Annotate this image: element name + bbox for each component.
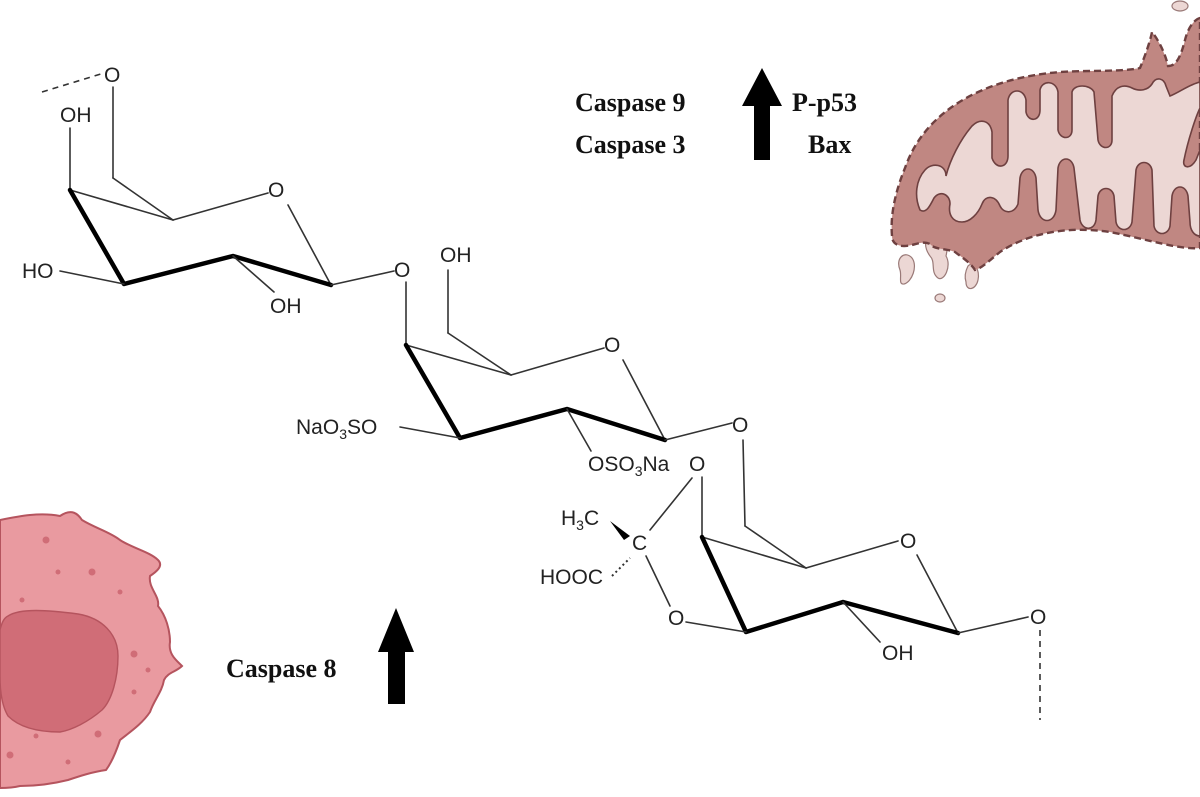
cell-granule bbox=[63, 613, 69, 619]
label-caspase-3: Caspase 3 bbox=[575, 130, 686, 159]
cell-granule bbox=[145, 667, 151, 673]
label-caspase-9: Caspase 9 bbox=[575, 88, 686, 117]
cell-granules bbox=[6, 536, 151, 765]
apoptotic-cell-illustration bbox=[0, 511, 184, 789]
atom-o-link-bottom: O bbox=[1030, 606, 1046, 629]
extrinsic-pathway-markers: Caspase 8 bbox=[226, 608, 414, 704]
mito-fragment bbox=[1171, 0, 1189, 12]
cell-granule bbox=[65, 759, 71, 765]
atom-oh-ring2-c6: OH bbox=[440, 244, 472, 267]
wedge-bond bbox=[610, 521, 630, 540]
cell-granule bbox=[88, 568, 96, 576]
label-p-p53: P-p53 bbox=[792, 88, 857, 117]
atom-oso3na: OSO3Na bbox=[588, 453, 670, 479]
mitochondrion-illustration bbox=[890, 0, 1200, 303]
atom-o-pyruvate-bottom: O bbox=[668, 607, 684, 630]
mitochondrial-pathway-markers: Caspase 9 Caspase 3 P-p53 Bax bbox=[575, 68, 857, 160]
up-arrow-icon bbox=[742, 68, 782, 160]
atom-o-ring2: O bbox=[604, 334, 620, 357]
cell-granule bbox=[130, 650, 138, 658]
cell-granule bbox=[6, 751, 14, 759]
atom-o-glyco2: O bbox=[732, 414, 748, 437]
cell-granule bbox=[42, 536, 50, 544]
atom-o-link-top: O bbox=[104, 64, 120, 87]
atom-oh-ring1-c4: OH bbox=[60, 104, 92, 127]
atom-oh-ring3-c2: OH bbox=[882, 642, 914, 665]
atom-o-pyruvate-top: O bbox=[689, 453, 705, 476]
label-bax: Bax bbox=[808, 130, 851, 159]
mito-matrix bbox=[915, 78, 1200, 237]
cell-granule bbox=[33, 733, 39, 739]
mito-fragment bbox=[898, 254, 916, 285]
atom-naso3o: NaO3SO bbox=[296, 416, 377, 442]
cell-granule bbox=[94, 730, 102, 738]
atom-oh-ring1-c2: OH bbox=[270, 295, 302, 318]
atom-hooc: HOOC bbox=[540, 566, 603, 589]
polysaccharide-structure: O OH O HO OH O OH O NaO3SO OSO3Na bbox=[22, 64, 1046, 720]
cell-granule bbox=[131, 689, 137, 695]
cell-granule bbox=[117, 589, 123, 595]
label-caspase-8: Caspase 8 bbox=[226, 654, 337, 683]
mito-fragment bbox=[934, 293, 946, 303]
atom-o-glyco1: O bbox=[394, 259, 410, 282]
cell-granule bbox=[19, 597, 25, 603]
cell-nucleus bbox=[0, 609, 119, 733]
atom-h3c: H3C bbox=[561, 507, 599, 533]
up-arrow-icon bbox=[378, 608, 414, 704]
atom-o-ring3: O bbox=[900, 530, 916, 553]
atom-c-ketal: C bbox=[632, 532, 647, 555]
atom-o-ring1: O bbox=[268, 179, 284, 202]
atom-ho-ring1: HO bbox=[22, 260, 54, 283]
cell-granule bbox=[55, 569, 61, 575]
